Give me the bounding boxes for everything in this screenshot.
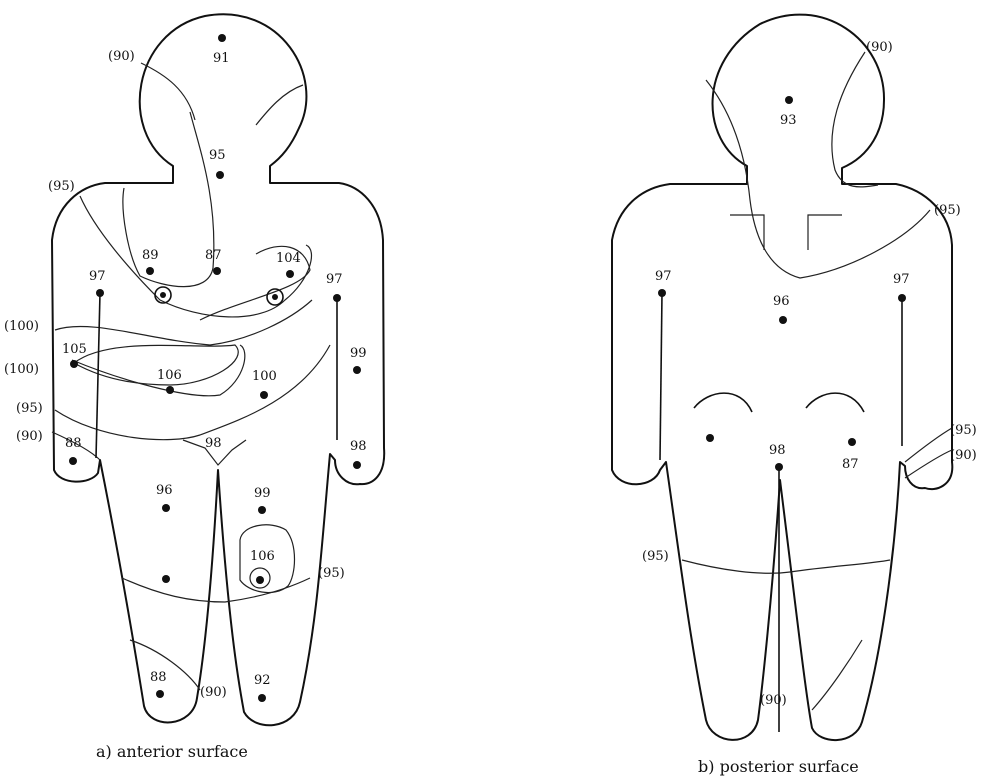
anterior-isotherm-label: (95) [48,179,75,194]
anterior-reading: 105 [62,342,87,357]
anterior-point [69,457,77,465]
anterior-reading: 88 [65,436,82,451]
anterior-isotherm-label: (90) [16,429,43,444]
anterior-left-arm-line [96,293,100,458]
anterior-reading: 100 [252,369,277,384]
posterior-point [779,316,787,324]
posterior-left-buttock-arc [694,393,752,412]
anterior-reading: 96 [156,483,173,498]
posterior-left-arm-line [660,293,662,460]
posterior-isotherm-label: (95) [642,549,669,564]
anterior-reading: 99 [254,486,271,501]
anterior-point [216,171,224,179]
posterior-reading: 98 [769,443,786,458]
anterior-point [213,267,221,275]
anterior-reading: 87 [205,248,222,263]
posterior-right-buttock-arc [806,393,864,412]
posterior-reading: 87 [842,457,859,472]
anterior-point [258,694,266,702]
posterior-point [658,289,666,297]
posterior-contour-wrist-90 [905,450,952,478]
anterior-point [166,386,174,394]
anterior-reading: 97 [89,269,106,284]
anterior-figure: 91 95 89 87 104 97 97 105 106 100 99 98 … [4,14,384,761]
posterior-reading: 96 [773,294,790,309]
anterior-reading: 98 [205,436,222,451]
anterior-reading: 98 [350,439,367,454]
posterior-contour-calf-90 [812,640,862,710]
posterior-isotherm-label: (90) [760,693,787,708]
anterior-point [286,270,294,278]
anterior-isotherm-label: (95) [318,566,345,581]
posterior-contour-neck-right [808,215,842,250]
posterior-reading: 97 [655,269,672,284]
posterior-figure: 93 97 96 97 98 87 (90) (95) (95) (90) (9… [612,15,977,776]
anterior-reading: 99 [350,346,367,361]
anterior-point [162,504,170,512]
anterior-body-outline [52,14,384,725]
posterior-caption: b) posterior surface [698,757,859,776]
anterior-point [156,690,164,698]
anterior-point [162,575,170,583]
posterior-isotherm-label: (90) [950,448,977,463]
posterior-point [706,434,714,442]
anterior-left-nipple-center [160,292,166,298]
anterior-contour-head-arc [141,63,195,120]
anterior-point [353,461,361,469]
posterior-contour-thigh-band [682,560,890,573]
posterior-contour-head-side [706,80,930,278]
anterior-isotherm-label: (100) [4,362,39,377]
anterior-isotherm-label: (90) [108,49,135,64]
posterior-point [898,294,906,302]
anterior-point [258,506,266,514]
anterior-point [260,391,268,399]
anterior-point [146,267,154,275]
anterior-point [333,294,341,302]
posterior-reading: 93 [780,113,797,128]
posterior-isotherm-label: (90) [866,40,893,55]
anterior-right-nipple-center [272,294,278,300]
anterior-point [96,289,104,297]
posterior-contour-head [832,52,878,187]
anterior-isotherm-label: (95) [16,401,43,416]
posterior-contour-wrist-95 [905,428,952,462]
anterior-reading: 92 [254,673,271,688]
anterior-isotherm-label: (90) [200,685,227,700]
posterior-contour-neck-left [730,215,764,250]
anterior-reading: 106 [250,549,275,564]
anterior-reading: 88 [150,670,167,685]
anterior-point [70,360,78,368]
posterior-point [785,96,793,104]
anterior-reading: 89 [142,248,159,263]
anterior-point [353,366,361,374]
anterior-contour-100-upper [55,300,312,345]
anterior-reading: 97 [326,272,343,287]
anterior-contour-chest-loop [123,112,214,287]
anterior-reading: 91 [213,51,230,66]
anterior-point [218,34,226,42]
posterior-isotherm-label: (95) [950,423,977,438]
posterior-reading: 97 [893,272,910,287]
anterior-caption: a) anterior surface [96,742,248,761]
posterior-point [775,463,783,471]
anterior-reading: 95 [209,148,226,163]
posterior-point [848,438,856,446]
anterior-contour-head-arc-2 [256,85,303,125]
posterior-isotherm-label: (95) [934,203,961,218]
anterior-reading: 104 [276,251,301,266]
anterior-isotherm-label: (100) [4,319,39,334]
anterior-reading: 106 [157,368,182,383]
anterior-point [256,576,264,584]
